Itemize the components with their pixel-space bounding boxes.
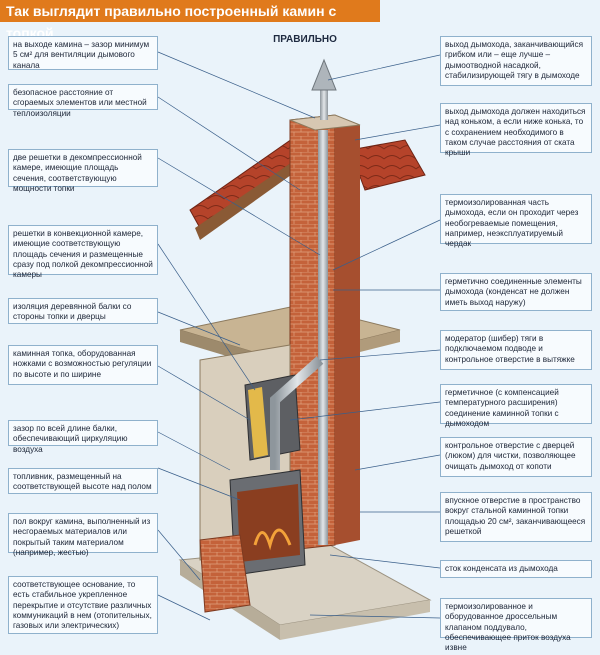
callout-right: сток конденсата из дымохода (440, 560, 592, 578)
callout-right: модератор (шибер) тяги в подключаемом по… (440, 330, 592, 370)
callout-left: изоляция деревянной балки со стороны топ… (8, 298, 158, 324)
callout-right: термоизолированное и оборудованное дросс… (440, 598, 592, 652)
callout-left: решетки в конвекционной камере, имеющие … (8, 225, 158, 279)
chimney-cap (311, 58, 337, 120)
callout-left: каминная топка, оборудованная ножками с … (8, 345, 158, 385)
callout-right: выход дымохода должен находиться над кон… (440, 103, 592, 157)
callout-left: пол вокруг камина, выполненный из несгор… (8, 513, 158, 557)
callout-right: герметично соединенные элементы дымохода… (440, 273, 592, 311)
callout-left: на выходе камина – зазор минимум 5 см² д… (8, 36, 158, 70)
callout-right: термоизолированная часть дымохода, если … (440, 194, 592, 248)
diagram-heading: ПРАВИЛЬНО (273, 34, 337, 45)
chimney-stack (289, 114, 361, 551)
page-title: Так выглядит правильно построенный камин… (0, 0, 380, 41)
callout-right: герметичное (с компенсацией температурно… (440, 384, 592, 428)
fireplace-insert (229, 469, 306, 576)
callout-left: соответствующее основание, то есть стаби… (8, 576, 158, 634)
roof (189, 129, 426, 240)
callout-left: зазор по всей длине балки, обеспечивающи… (8, 420, 158, 454)
callout-right: выход дымохода, заканчивающийся грибком … (440, 36, 592, 86)
callout-left: топливник, размещенный на соответствующе… (8, 468, 158, 494)
brick-hearth (199, 534, 251, 613)
callout-left: безопасное расстояние от сгораемых элеме… (8, 84, 158, 118)
callout-left: две решетки в декомпрессионной камере, и… (8, 149, 158, 193)
callout-right: контрольное отверстие с дверцей (люком) … (440, 437, 592, 477)
callout-right: впускное отверстие в пространство вокруг… (440, 492, 592, 542)
connector-pipe (270, 356, 324, 470)
leader-lines (157, 51, 441, 621)
